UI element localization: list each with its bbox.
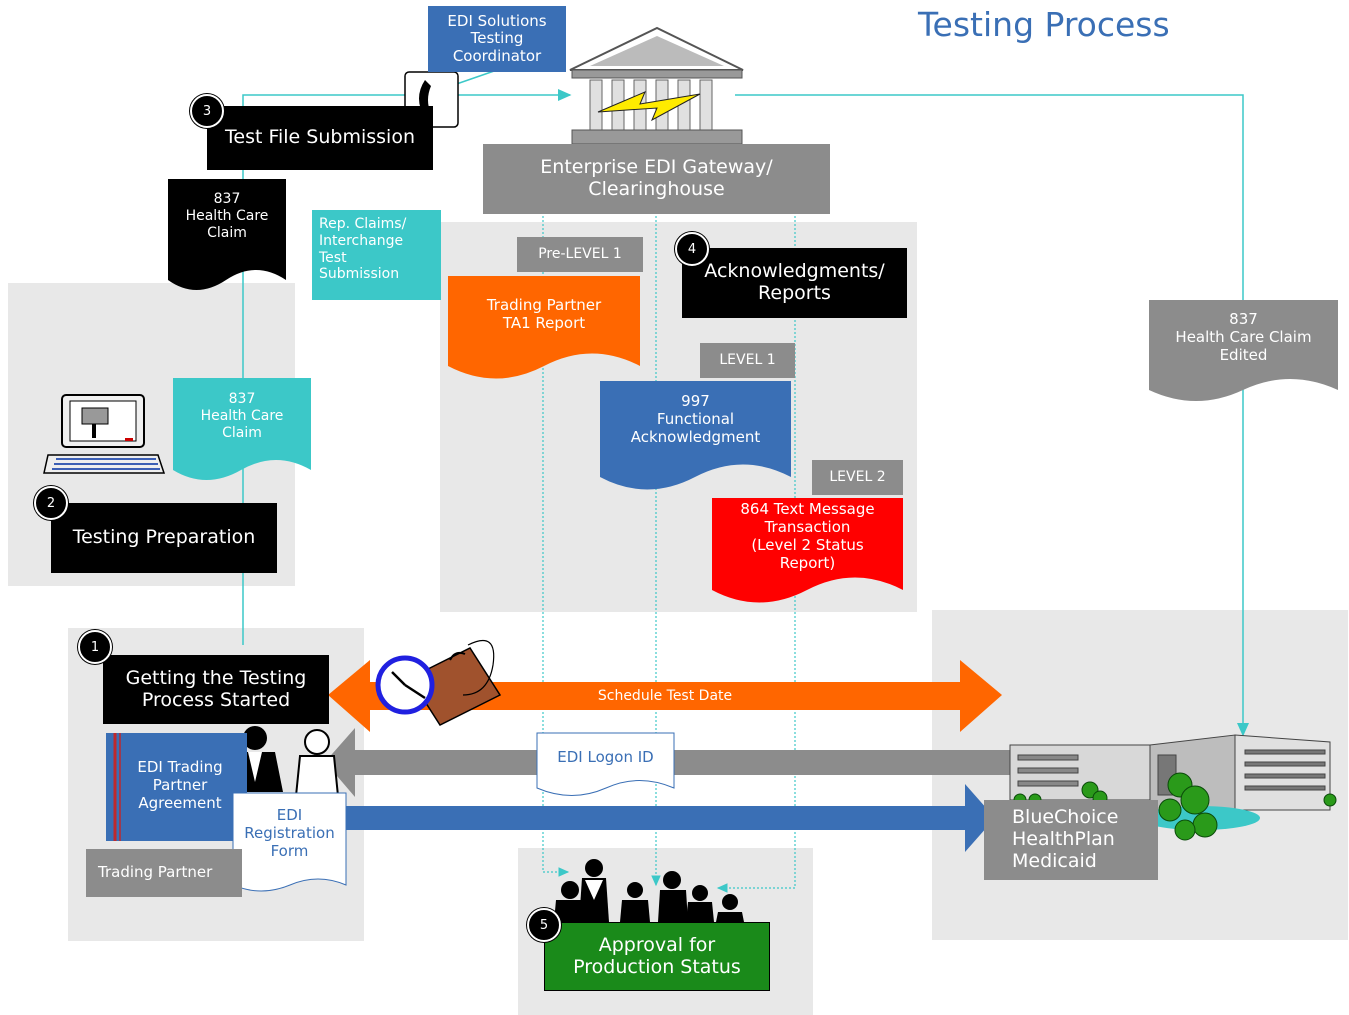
step3-number-badge: 3	[190, 94, 224, 128]
level-1-label: LEVEL 1	[700, 343, 795, 378]
clock-icon	[375, 655, 435, 715]
rep-claims-label: Rep. Claims/ Interchange Test Submission	[319, 216, 407, 283]
doc-logon-id: EDI Logon ID	[557, 748, 654, 766]
bank-building-icon	[569, 26, 744, 145]
briefcase-icon	[408, 640, 502, 726]
doc-partner-agreement: EDI Trading Partner Agreement	[137, 758, 223, 812]
bluechoice-label: BlueChoice HealthPlan Medicaid	[984, 800, 1158, 880]
step3-test-file-submission: Test File Submission	[207, 106, 433, 170]
step5-number-badge: 5	[527, 908, 561, 942]
trading-partner-label: Trading Partner	[86, 849, 242, 897]
doc-864-text-message: 864 Text Message Transaction (Level 2 St…	[740, 500, 875, 572]
handshake-people-icon	[227, 726, 340, 797]
testing-coordinator-box: EDI Solutions Testing Coordinator	[428, 6, 566, 72]
page-title: Testing Process	[918, 5, 1170, 44]
step2-testing-preparation: Testing Preparation	[51, 503, 277, 573]
step4-number-badge: 4	[675, 232, 709, 266]
gateway-label: Enterprise EDI Gateway/ Clearinghouse	[483, 144, 830, 214]
doc-837-edited: 837 Health Care Claim Edited	[1175, 310, 1312, 364]
doc-997-functional-ack: 997 Functional Acknowledgment	[630, 392, 761, 446]
doc-837-teal: 837 Health Care Claim	[200, 391, 284, 441]
doc-registration-form: EDI Registration Form	[244, 806, 335, 860]
step4-acknowledgments: Acknowledgments/ Reports	[682, 248, 907, 318]
doc-ta1-report: Trading Partner TA1 Report	[486, 296, 602, 332]
schedule-arrow	[328, 660, 1002, 732]
level-2-label: LEVEL 2	[812, 460, 903, 495]
step1-getting-started: Getting the Testing Process Started	[103, 655, 329, 724]
level-pre-label: Pre-LEVEL 1	[517, 237, 643, 272]
computer-icon	[43, 394, 166, 474]
group-people-icon	[554, 859, 744, 922]
schedule-test-date-label: Schedule Test Date	[597, 688, 733, 704]
step2-number-badge: 2	[34, 486, 68, 520]
step5-approval: Approval for Production Status	[544, 922, 770, 991]
step1-number-badge: 1	[78, 630, 112, 664]
hospital-building-icon	[1009, 734, 1337, 841]
doc-837-black: 837 Health Care Claim	[185, 191, 269, 241]
